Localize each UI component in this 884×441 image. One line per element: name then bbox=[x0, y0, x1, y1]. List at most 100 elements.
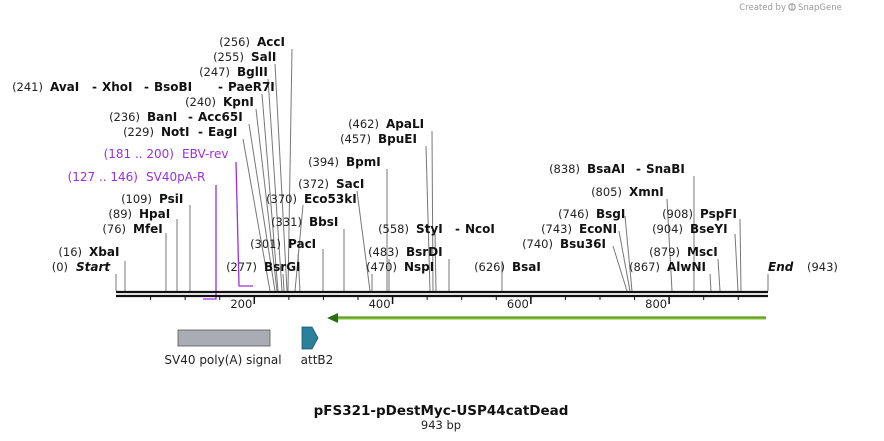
enzyme-name: MscI bbox=[687, 245, 718, 259]
enzyme-pos: (394) bbox=[308, 155, 339, 169]
leader-acci bbox=[287, 48, 293, 292]
leader-bsrgi bbox=[282, 273, 285, 292]
enzyme-name: Bsu36I bbox=[560, 237, 606, 251]
enzyme-pos: (838) bbox=[549, 162, 580, 176]
enzyme-name: SnaBI bbox=[646, 162, 685, 176]
enzyme-pos: (457) bbox=[340, 132, 371, 146]
snapgene-logo-icon bbox=[788, 3, 796, 11]
leader-apali bbox=[431, 130, 434, 292]
enzyme-name: AlwNI bbox=[667, 260, 706, 274]
enzyme-pos: (370) bbox=[266, 192, 297, 206]
feature-attb2-arrow bbox=[301, 326, 319, 350]
primer-name: EBV-rev bbox=[182, 147, 228, 161]
enzyme-name: BsrDI bbox=[406, 245, 443, 259]
enzyme-name: BsrGI bbox=[264, 260, 301, 274]
leader-bani bbox=[248, 123, 276, 292]
enzyme-pos: (470) bbox=[366, 260, 397, 274]
leader-bseyi bbox=[734, 233, 739, 292]
enzyme-pos: (236) bbox=[109, 110, 140, 124]
credit-text: Created by bbox=[739, 3, 786, 13]
enzyme-name-dash: - bbox=[636, 162, 641, 176]
enzyme-pos: (255) bbox=[213, 50, 244, 64]
leader-alwni bbox=[709, 273, 712, 292]
credit: Created by SnapGene bbox=[739, 3, 842, 13]
enzyme-pos: (89) bbox=[108, 207, 132, 221]
primer-range: (181 .. 200) bbox=[104, 147, 174, 161]
enzyme-name: NspI bbox=[404, 260, 434, 274]
credit-brand: SnapGene bbox=[798, 3, 842, 13]
end-pos: (943) bbox=[807, 260, 838, 274]
enzyme-pos: (76) bbox=[102, 222, 126, 236]
leader-bsgi bbox=[624, 215, 633, 292]
plasmid-name: pFS321-pDestMyc-USP44catDead bbox=[314, 403, 569, 419]
enzyme-name: BanI bbox=[147, 110, 177, 124]
enzyme-name: KpnI bbox=[223, 95, 254, 109]
enzyme-name: XmnI bbox=[629, 185, 664, 199]
start-label: Start bbox=[76, 260, 111, 274]
enzyme-pos: (483) bbox=[368, 245, 399, 259]
ruler-tick-label: 800 bbox=[645, 297, 667, 311]
orf-arrow bbox=[327, 313, 766, 323]
enzyme-pos: (740) bbox=[522, 237, 553, 251]
enzyme-name-dash: - bbox=[144, 80, 149, 94]
enzyme-name-dash: - bbox=[218, 80, 223, 94]
enzyme-name: SacI bbox=[336, 177, 364, 191]
primer-ebv-rev-arrow bbox=[235, 161, 253, 287]
leader-bpuei bbox=[425, 145, 431, 292]
enzyme-pos: (256) bbox=[219, 35, 250, 49]
enzyme-name: Acc65I bbox=[198, 110, 243, 124]
feature-sv40-polya-box bbox=[177, 329, 271, 347]
enzyme-pos: (908) bbox=[662, 207, 693, 221]
enzyme-name: BsoBI bbox=[154, 80, 192, 94]
enzyme-pos: (331) bbox=[271, 215, 302, 229]
enzyme-name: PsiI bbox=[159, 192, 183, 206]
enzyme-name: PacI bbox=[288, 237, 316, 251]
enzyme-pos: (746) bbox=[558, 207, 589, 221]
enzyme-pos: (277) bbox=[226, 260, 257, 274]
orf-arrow-head bbox=[327, 313, 338, 323]
leader-bglii bbox=[267, 78, 283, 292]
enzyme-name: BsgI bbox=[596, 207, 625, 221]
enzyme-name: NcoI bbox=[465, 222, 495, 236]
enzyme-name-dash: - bbox=[198, 125, 203, 139]
ruler-tick-label: 600 bbox=[507, 297, 529, 311]
leader-sali bbox=[274, 63, 288, 292]
enzyme-name: EagI bbox=[208, 125, 237, 139]
enzyme-name: BsaI bbox=[512, 260, 541, 274]
enzyme-name-dash: - bbox=[92, 80, 97, 94]
end-label: End bbox=[768, 260, 794, 274]
leader-kpni bbox=[255, 108, 278, 292]
enzyme-pos: (904) bbox=[652, 222, 683, 236]
enzyme-name: EcoNI bbox=[579, 222, 617, 236]
leader-saci-site bbox=[356, 190, 371, 292]
enzyme-pos: (626) bbox=[474, 260, 505, 274]
enzyme-name: PspFI bbox=[700, 207, 737, 221]
enzyme-leader-lines bbox=[115, 48, 769, 292]
enzyme-pos: (229) bbox=[123, 125, 154, 139]
primer-sv40pa-r-arrow bbox=[203, 185, 217, 300]
leader-xmni bbox=[666, 198, 673, 292]
primer-range: (127 .. 146) bbox=[68, 170, 138, 184]
enzyme-name: PaeR7I bbox=[228, 80, 275, 94]
plasmid-length: 943 bp bbox=[421, 418, 461, 432]
enzyme-pos: (743) bbox=[541, 222, 572, 236]
enzyme-pos: (109) bbox=[121, 192, 152, 206]
enzyme-pos: (240) bbox=[185, 95, 216, 109]
enzyme-name: BglII bbox=[237, 65, 268, 79]
enzyme-name-dash: - bbox=[455, 222, 460, 236]
enzyme-pos: (372) bbox=[298, 177, 329, 191]
enzyme-pos: (867) bbox=[629, 260, 660, 274]
enzyme-pos: (879) bbox=[649, 245, 680, 259]
leader-msci bbox=[717, 258, 721, 292]
enzyme-pos: (805) bbox=[591, 185, 622, 199]
enzyme-name: StyI bbox=[416, 222, 443, 236]
primer-name: SV40pA-R bbox=[146, 170, 205, 184]
enzyme-name: XbaI bbox=[89, 245, 119, 259]
enzyme-name: MfeI bbox=[133, 222, 163, 236]
leader-pspfi bbox=[739, 218, 742, 292]
start-pos: (0) bbox=[52, 260, 68, 274]
enzyme-labels: (256) AccI (255) SalI (247) BglII (241) … bbox=[12, 35, 838, 274]
enzyme-name: XhoI bbox=[102, 80, 133, 94]
leader-bsu36i bbox=[612, 245, 628, 292]
